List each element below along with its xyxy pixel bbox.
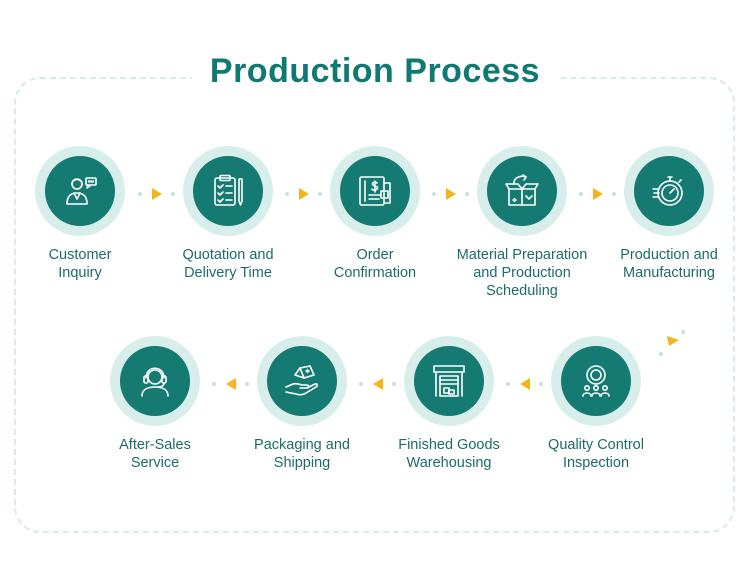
page-title: Production Process <box>0 52 750 91</box>
arrow-right-icon <box>579 188 619 200</box>
arrow-left-icon <box>212 378 252 390</box>
headset-support-icon <box>141 367 169 397</box>
open-box-icon <box>505 174 539 206</box>
warehouse-icon <box>433 365 465 397</box>
invoice-document-icon <box>359 176 391 206</box>
arrow-left-icon <box>359 378 399 390</box>
arrow-right-icon <box>285 188 325 200</box>
stopwatch-icon <box>652 176 683 206</box>
arrow-left-icon <box>506 378 546 390</box>
clipboard-checklist-icon <box>214 174 243 206</box>
customer-service-agent-icon <box>66 177 97 205</box>
arrow-right-icon <box>138 188 178 200</box>
arrow-down-left-icon <box>659 330 685 356</box>
arrow-right-icon <box>432 188 472 200</box>
hand-package-icon <box>285 365 318 396</box>
award-team-icon <box>582 365 610 397</box>
